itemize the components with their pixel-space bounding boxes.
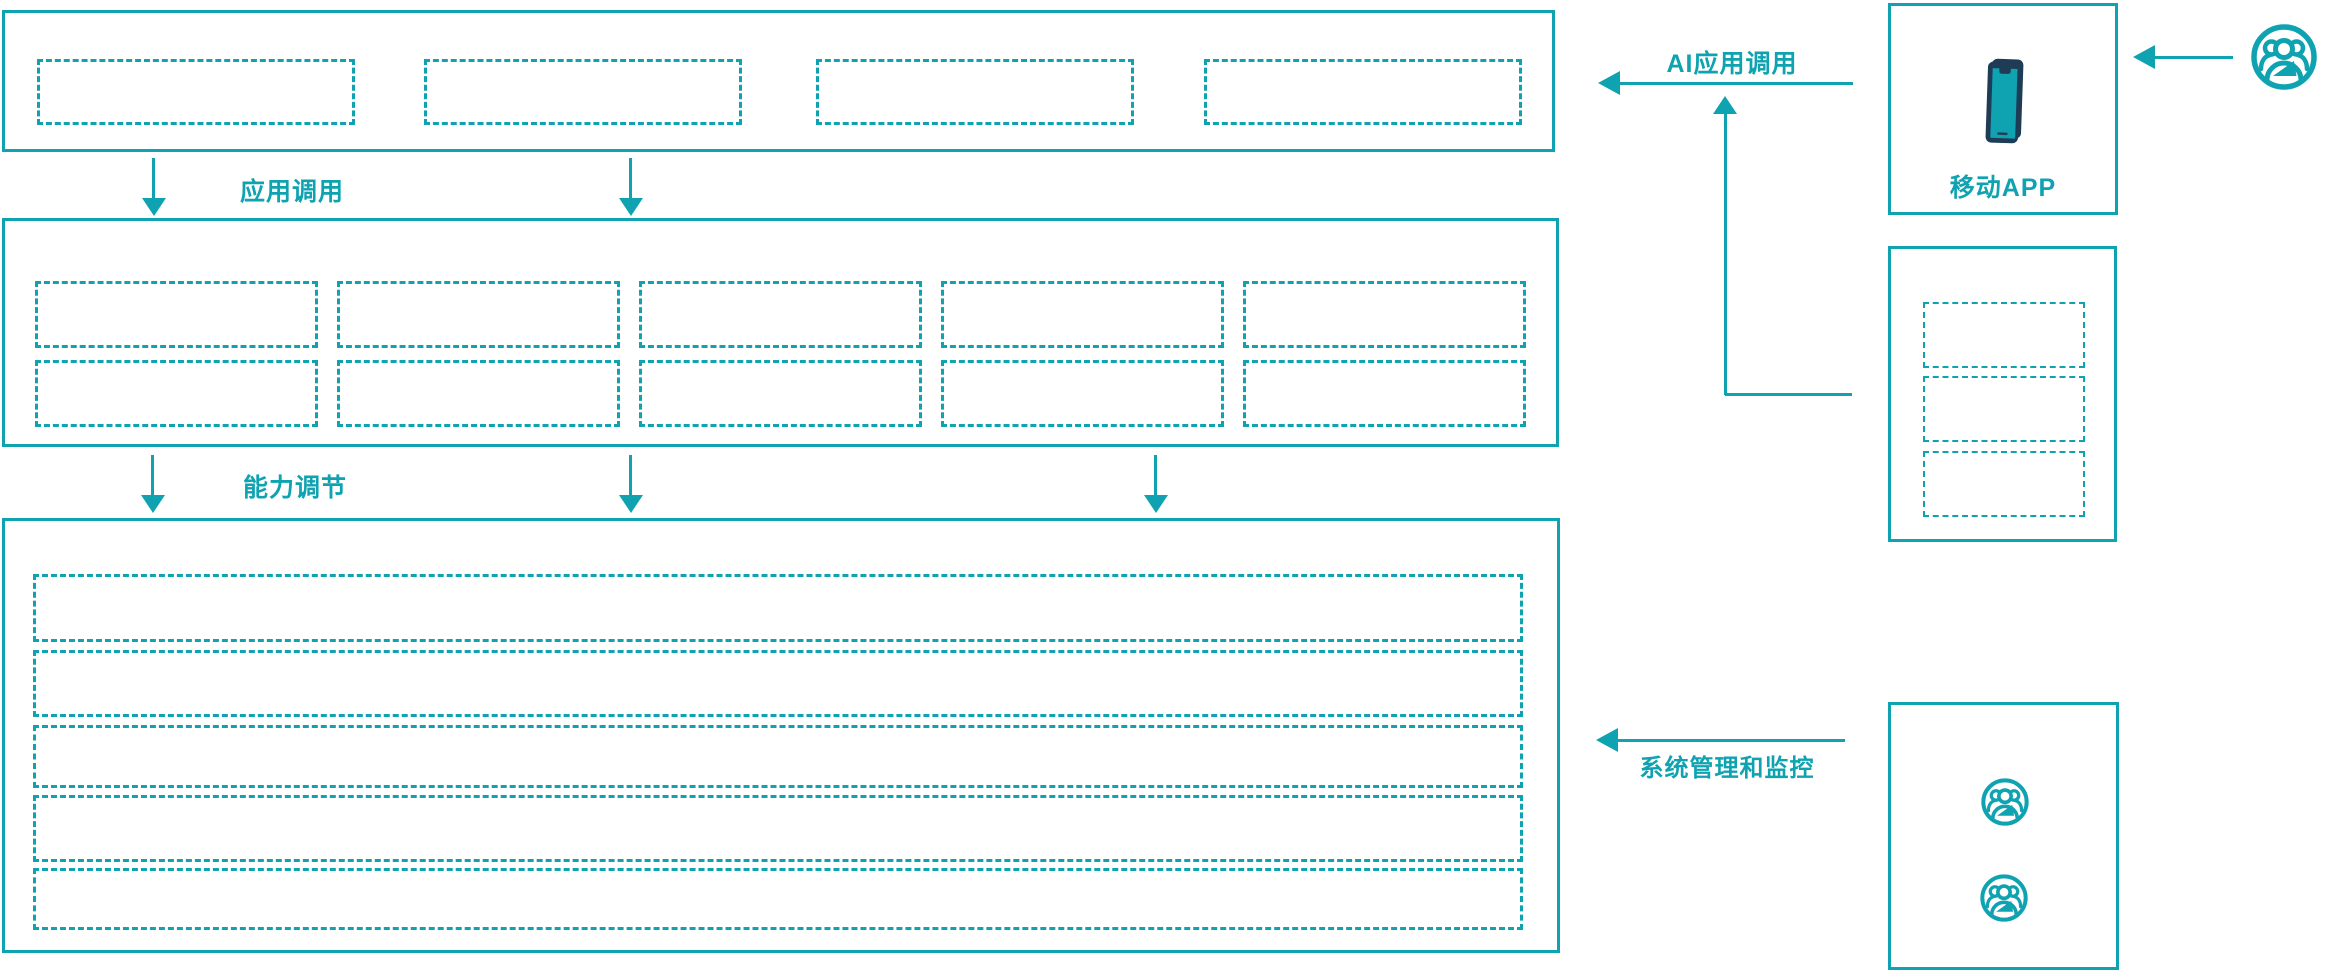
placeholder-row bbox=[33, 795, 1523, 862]
bottom-layer-box bbox=[2, 518, 1560, 953]
app-call-label: 应用调用 bbox=[240, 178, 345, 206]
smartphone-icon bbox=[1983, 56, 2025, 146]
placeholder-row bbox=[33, 725, 1523, 788]
user-group-icon bbox=[1979, 776, 2031, 828]
middle-layer-box bbox=[2, 218, 1559, 447]
placeholder-slot bbox=[1204, 59, 1522, 125]
placeholder-slot bbox=[337, 281, 620, 348]
ai-app-call-label: AI应用调用 bbox=[1666, 50, 1798, 78]
placeholder-slot bbox=[1923, 302, 2085, 368]
placeholder-slot bbox=[816, 59, 1134, 125]
user-group-icon bbox=[2248, 21, 2320, 93]
placeholder-slot bbox=[1923, 376, 2085, 442]
placeholder-row bbox=[33, 868, 1523, 930]
placeholder-slot bbox=[1923, 451, 2085, 517]
sys-mgmt-label: 系统管理和监控 bbox=[1639, 755, 1815, 782]
placeholder-row bbox=[33, 650, 1523, 717]
placeholder-slot bbox=[639, 360, 922, 427]
user-group-icon bbox=[1978, 872, 2030, 924]
top-layer-box bbox=[2, 10, 1555, 152]
placeholder-slot bbox=[35, 360, 318, 427]
admin-users-box bbox=[1888, 702, 2119, 970]
placeholder-slot bbox=[35, 281, 318, 348]
placeholder-slot bbox=[941, 281, 1224, 348]
mobile-app-label: 移动APP bbox=[1949, 174, 2057, 202]
placeholder-slot bbox=[639, 281, 922, 348]
capability-label: 能力调节 bbox=[243, 474, 348, 502]
placeholder-slot bbox=[424, 59, 742, 125]
placeholder-slot bbox=[1243, 281, 1526, 348]
placeholder-slot bbox=[941, 360, 1224, 427]
channel-box bbox=[1888, 246, 2117, 542]
placeholder-slot bbox=[337, 360, 620, 427]
placeholder-slot bbox=[37, 59, 355, 125]
placeholder-slot bbox=[1243, 360, 1526, 427]
placeholder-row bbox=[33, 574, 1523, 642]
mobile-app-box: 移动APP bbox=[1888, 3, 2118, 215]
